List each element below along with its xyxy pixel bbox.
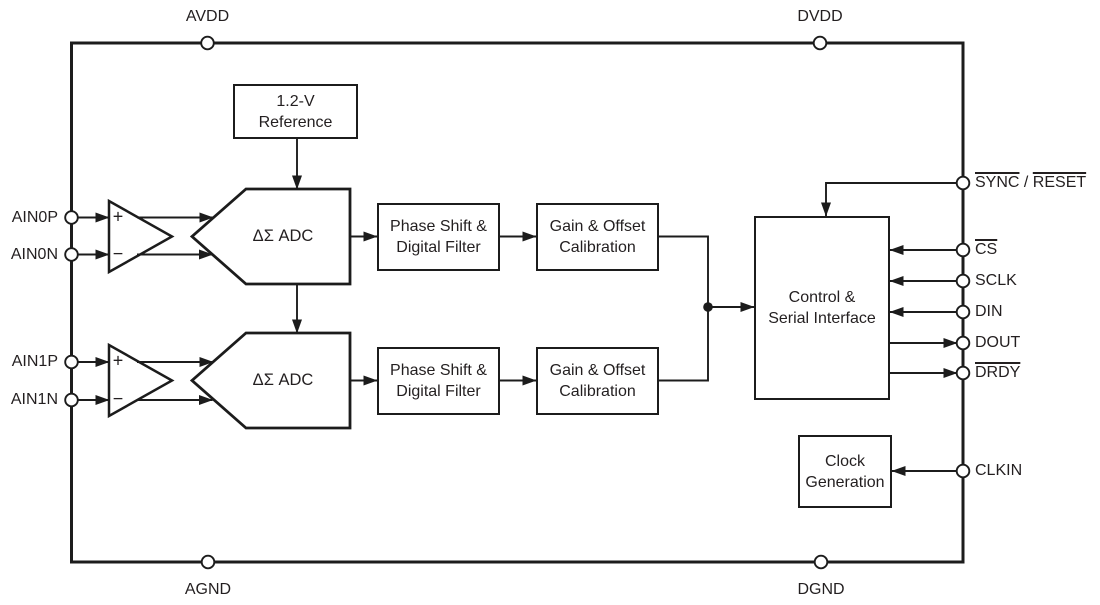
pin-label-drdy: DRDY <box>975 364 1021 381</box>
wire-cal1-to-junction <box>659 307 709 382</box>
adc0-shape <box>189 187 352 286</box>
junction-dot <box>703 302 713 312</box>
pin-avdd <box>200 35 215 51</box>
calibration1-label-line2: Calibration <box>559 383 636 400</box>
calibration1-label-line1: Gain & Offset <box>549 362 646 379</box>
calibration0-label-line2: Calibration <box>559 239 636 256</box>
phase-filter1-block: Phase Shift & Digital Filter <box>377 347 500 415</box>
pin-label-clkin: CLKIN <box>975 462 1023 479</box>
pin-label-dgnd: DGND <box>797 581 845 598</box>
pin-label-ain1n: AIN1N <box>10 391 58 408</box>
reference-label-line2: Reference <box>258 113 333 131</box>
pin-dvdd <box>812 35 828 51</box>
phase-filter1-label-line1: Phase Shift & <box>390 362 487 379</box>
wire-cal0-to-junction <box>659 235 709 307</box>
wire-sync-reset <box>821 182 957 217</box>
pin-label-cs: CS <box>975 241 998 258</box>
control-label-line1: Control & <box>788 289 856 306</box>
reference-label-line1: 1.2-V <box>276 92 315 110</box>
clock-label-line2: Generation <box>805 473 885 491</box>
pin-agnd <box>200 554 216 570</box>
pin-ain0n <box>64 247 79 262</box>
pin-clkin <box>955 463 971 479</box>
pin-dout <box>955 335 971 351</box>
adc1-shape <box>189 331 352 430</box>
sync-reset-separator: / <box>1019 174 1033 191</box>
calibration0-block: Gain & Offset Calibration <box>536 203 659 271</box>
calibration1-block: Gain & Offset Calibration <box>536 347 659 415</box>
amp0-minus-sign: − <box>112 243 124 264</box>
pin-sync-reset <box>955 175 971 191</box>
phase-filter0-block: Phase Shift & Digital Filter <box>377 203 500 271</box>
pin-label-ain1p: AIN1P <box>11 353 58 370</box>
adc0-label: ΔΣ ADC <box>252 227 314 245</box>
phase-filter0-label-line1: Phase Shift & <box>390 218 487 235</box>
clock-label-line1: Clock <box>824 452 865 470</box>
pin-sclk <box>955 273 971 289</box>
clock-generation-block: Clock Generation <box>798 435 892 508</box>
pin-label-agnd: AGND <box>184 581 232 598</box>
adc1-label: ΔΣ ADC <box>252 371 314 389</box>
control-label-line2: Serial Interface <box>768 310 876 327</box>
pin-din <box>955 304 971 320</box>
reset-label: RESET <box>1032 174 1087 191</box>
calibration0-label-line1: Gain & Offset <box>549 218 646 235</box>
pin-label-ain0p: AIN0P <box>11 208 58 226</box>
pin-ain1n <box>64 392 79 408</box>
pin-label-sclk: SCLK <box>975 272 1017 289</box>
pin-label-avdd: AVDD <box>185 8 230 25</box>
phase-filter0-label-line2: Digital Filter <box>396 239 481 256</box>
control-serial-interface-block: Control & Serial Interface <box>754 216 890 400</box>
phase-filter1-label-line2: Digital Filter <box>396 383 481 400</box>
pin-label-ain0n: AIN0N <box>10 245 58 263</box>
pin-ain1p <box>64 354 79 370</box>
pin-label-din: DIN <box>975 303 1003 320</box>
sync-label: SYNC <box>975 174 1020 191</box>
pin-cs <box>955 242 971 258</box>
pin-dgnd <box>813 554 829 570</box>
amp1-minus-sign: − <box>112 388 124 409</box>
pin-drdy <box>955 365 971 381</box>
pin-ain0p <box>64 210 79 225</box>
reference-block: 1.2-V Reference <box>233 84 358 139</box>
pin-label-dvdd: DVDD <box>797 8 843 25</box>
amp1-plus-sign: + <box>112 350 124 371</box>
chip-boundary <box>70 41 965 564</box>
amp0-plus-sign: + <box>112 206 124 227</box>
pin-label-sync-reset: SYNC / RESET <box>975 174 1086 192</box>
pin-label-dout: DOUT <box>975 334 1021 351</box>
